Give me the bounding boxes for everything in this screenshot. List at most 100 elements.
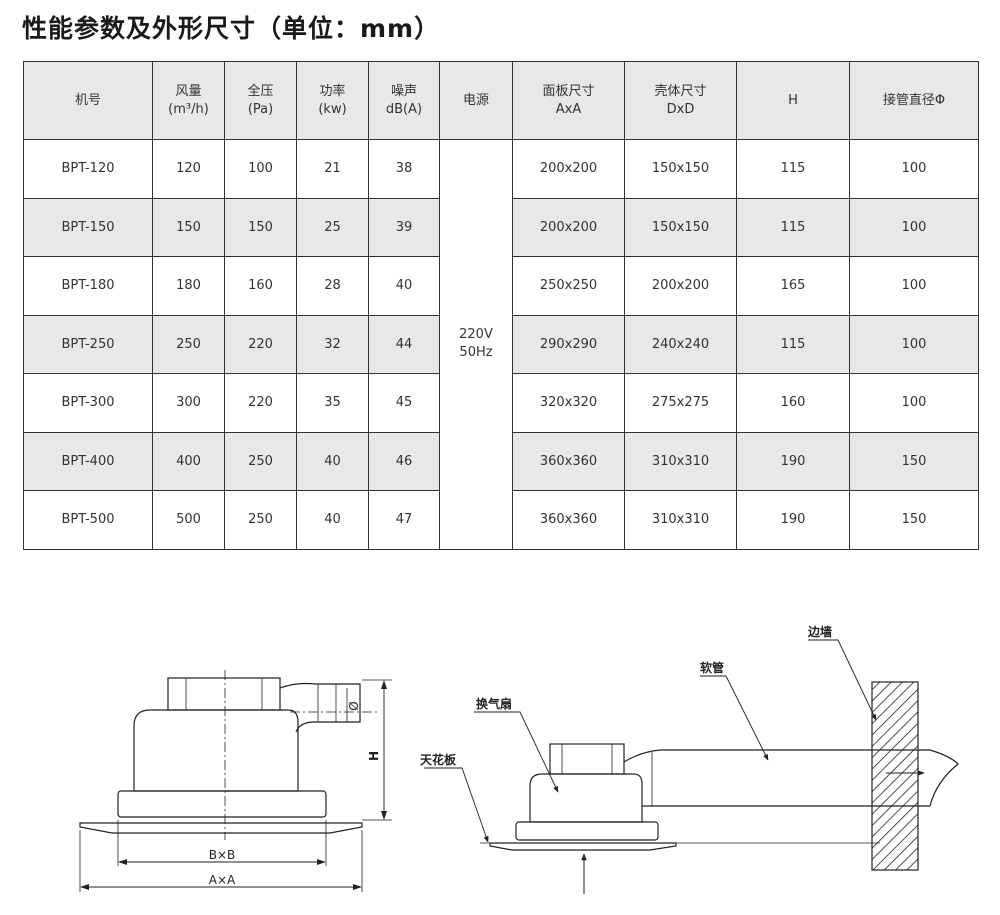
header-cell-power: 功率(kw) [296,61,369,140]
label-bxb: B×B [209,848,236,862]
hose-end [929,749,959,807]
cell-model: BPT-250 [23,314,153,374]
cell-shell: 275x275 [624,373,737,433]
label-phi: Ø [347,701,361,710]
cell-power: 40 [296,431,369,491]
header-cell-model: 机号 [23,61,153,140]
cell-model: BPT-150 [23,197,153,257]
table-row: BPT-150 150 150 25 39 200x200 150x150 11… [23,197,979,257]
installation-diagram: B×B A×A H Ø 边墙 软管 换气扇 天花板 [79,624,959,894]
cell-noise: 47 [368,490,440,550]
table-row: BPT-400 400 250 40 46 360x360 310x310 19… [23,431,979,491]
cell-h: 115 [736,139,850,199]
table-row: BPT-300 300 220 35 45 320x320 275x275 16… [23,373,979,433]
cell-power: 40 [296,490,369,550]
leader-hose [700,675,769,761]
cell-model: BPT-180 [23,256,153,316]
cell-pipe: 100 [849,373,979,433]
cell-noise: 44 [368,314,440,374]
cell-pressure: 250 [224,490,297,550]
cell-pipe: 150 [849,490,979,550]
fan-face-panel [489,842,677,851]
header-cell-airflow: 风量(m³/h) [152,61,225,140]
header-cell-pressure: 全压(Pa) [224,61,297,140]
cell-h: 115 [736,314,850,374]
cell-shell: 150x150 [624,197,737,257]
header-cell-supply: 电源 [439,61,513,140]
cell-noise: 46 [368,431,440,491]
cell-airflow: 250 [152,314,225,374]
cell-h: 190 [736,431,850,491]
cell-pipe: 100 [849,314,979,374]
fan-outlet-pipe [279,682,361,733]
leader-ceiling [424,767,489,843]
fan-shell-body [133,709,299,792]
cell-shell: 200x200 [624,256,737,316]
side-wall [871,681,919,871]
cell-airflow: 400 [152,431,225,491]
table-row: BPT-250 250 220 32 44 290x290 240x240 11… [23,314,979,374]
cell-noise: 38 [368,139,440,199]
cell-panel: 360x360 [512,490,625,550]
fan-mount-frame [117,790,327,818]
cell-airflow: 150 [152,197,225,257]
fan-top-block [549,743,625,775]
hose-top [623,749,930,763]
cell-airflow: 120 [152,139,225,199]
label-fan: 换气扇 [476,696,512,711]
header-cell-h: H [736,61,850,140]
leader-fan [474,711,559,793]
cell-panel: 200x200 [512,197,625,257]
cell-pipe: 100 [849,256,979,316]
cell-model: BPT-500 [23,490,153,550]
cell-panel: 360x360 [512,431,625,491]
cell-pressure: 160 [224,256,297,316]
label-ceiling: 天花板 [420,752,457,767]
cell-h: 190 [736,490,850,550]
cell-noise: 39 [368,197,440,257]
header-cell-pipe: 接管直径Φ [849,61,979,140]
cell-shell: 310x310 [624,431,737,491]
cell-panel: 290x290 [512,314,625,374]
fan-face-panel [79,822,363,834]
fan-shell-body [529,773,643,823]
label-h: H [367,751,381,761]
fan-dimension-drawing [79,670,392,892]
installation-drawing [424,639,959,894]
cell-model: BPT-300 [23,373,153,433]
label-side-wall: 边墙 [807,624,832,639]
cell-power: 32 [296,314,369,374]
cell-panel: 200x200 [512,139,625,199]
cell-airflow: 300 [152,373,225,433]
cell-pressure: 250 [224,431,297,491]
cell-h: 160 [736,373,850,433]
cell-panel: 320x320 [512,373,625,433]
cell-panel: 250x250 [512,256,625,316]
cell-pressure: 100 [224,139,297,199]
cell-pipe: 100 [849,139,979,199]
table-row: BPT-500 500 250 40 47 360x360 310x310 19… [23,490,979,550]
cell-power: 21 [296,139,369,199]
fan-top-block [167,677,281,711]
cell-power: 28 [296,256,369,316]
cell-airflow: 180 [152,256,225,316]
cell-shell: 150x150 [624,139,737,199]
cell-pressure: 150 [224,197,297,257]
cell-shell: 240x240 [624,314,737,374]
cell-h: 115 [736,197,850,257]
cell-model: BPT-120 [23,139,153,199]
cell-noise: 40 [368,256,440,316]
cell-power: 35 [296,373,369,433]
cell-shell: 310x310 [624,490,737,550]
label-hose: 软管 [700,660,724,675]
cell-h: 165 [736,256,850,316]
page-title: 性能参数及外形尺寸（单位：mm） [22,14,441,43]
cell-airflow: 500 [152,490,225,550]
